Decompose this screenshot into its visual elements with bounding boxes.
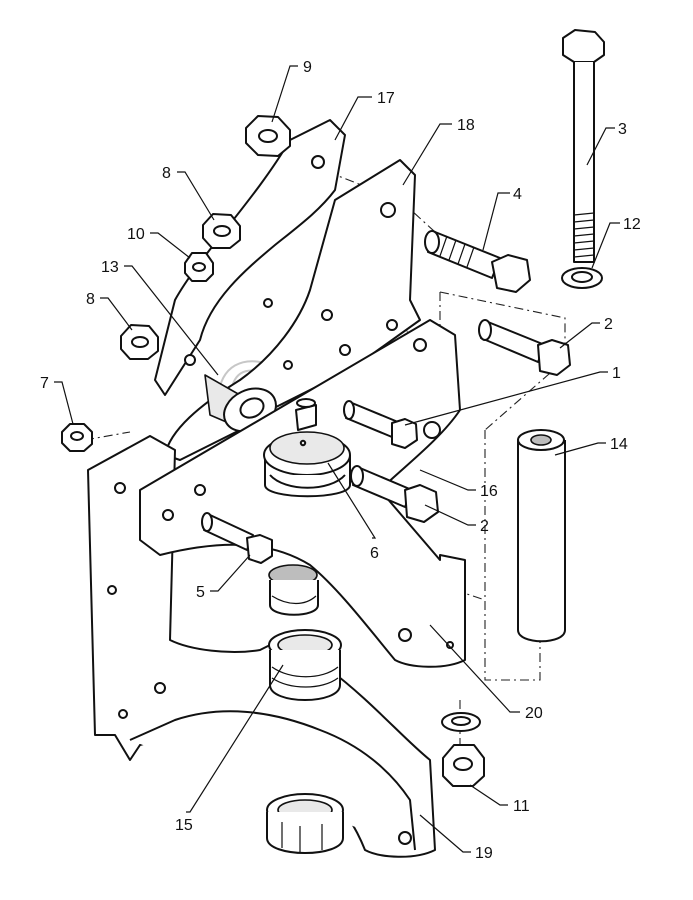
callout-3: 3 xyxy=(618,121,627,138)
part-7-nut xyxy=(61,423,93,452)
part-11-washer xyxy=(441,712,481,732)
callout-14: 14 xyxy=(610,436,628,453)
callout-20: 20 xyxy=(525,705,543,722)
part-3-long-bolt xyxy=(562,29,605,263)
callout-13: 13 xyxy=(101,259,119,276)
callout-8-lower: 8 xyxy=(86,291,95,308)
part-12-washer xyxy=(561,267,603,289)
callout-15: 15 xyxy=(175,817,193,834)
part-14-tube xyxy=(517,429,566,643)
callout-4: 4 xyxy=(513,186,522,203)
part-11-nut xyxy=(442,744,485,787)
part-9-nut xyxy=(245,115,291,157)
part-15-seal xyxy=(268,564,342,701)
callout-12: 12 xyxy=(623,216,641,233)
callout-18: 18 xyxy=(457,117,475,134)
callout-2-upper: 2 xyxy=(604,316,613,333)
part-2-bolt-upper xyxy=(478,319,571,376)
part-1-bolt xyxy=(343,400,418,449)
callout-8-upper: 8 xyxy=(162,165,171,182)
callout-11: 11 xyxy=(513,798,530,815)
leader-lines xyxy=(54,65,620,853)
callouts: 9 17 18 3 8 4 12 10 13 2 8 1 7 14 16 2 6… xyxy=(40,59,641,862)
callout-5: 5 xyxy=(196,584,205,601)
part-10-nut xyxy=(184,252,214,282)
callout-10: 10 xyxy=(127,226,145,243)
callout-17: 17 xyxy=(377,90,395,107)
callout-7: 7 xyxy=(40,375,49,392)
callout-16: 16 xyxy=(480,483,498,500)
callout-19: 19 xyxy=(475,845,493,862)
part-4-bolt xyxy=(424,230,531,293)
part-8-nut-lower xyxy=(120,324,159,360)
callout-2-lower: 2 xyxy=(480,518,489,535)
part-8-nut-upper xyxy=(202,213,241,249)
part-5-bolt xyxy=(201,512,273,564)
callout-9: 9 xyxy=(303,59,312,76)
part-2-bolt-lower xyxy=(350,465,439,523)
callout-6: 6 xyxy=(370,545,379,562)
part-19-ring-nut xyxy=(266,793,344,854)
callout-1: 1 xyxy=(612,365,621,382)
